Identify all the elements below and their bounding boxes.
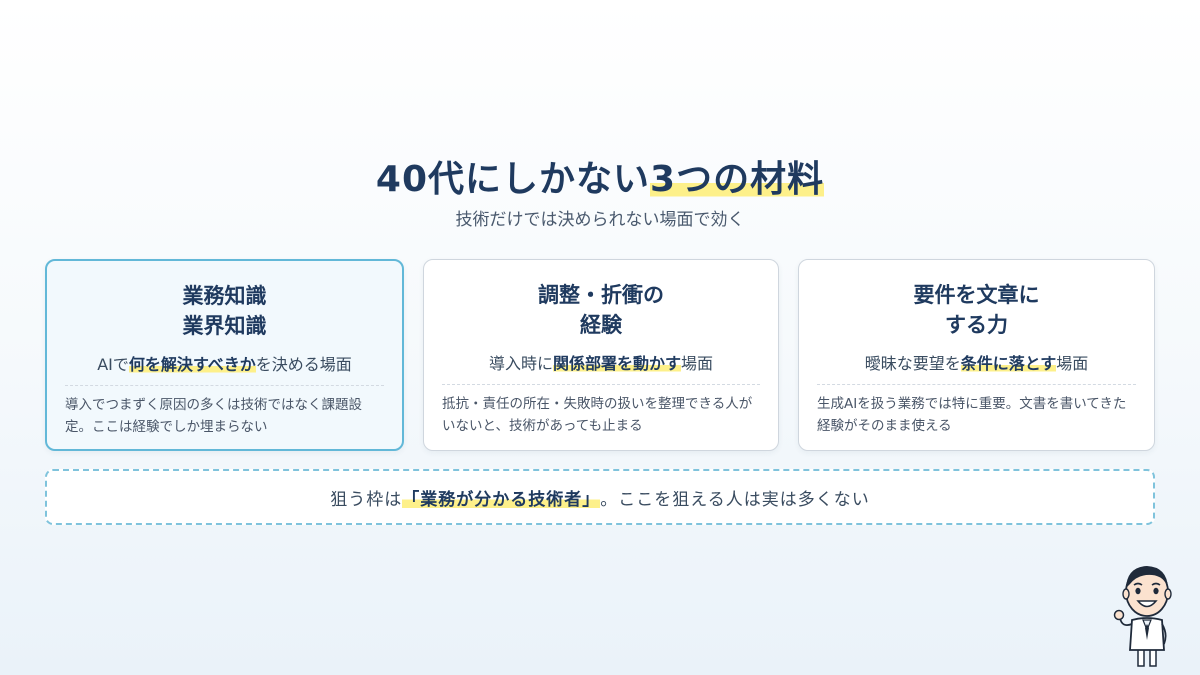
card-lead-pre: AIで	[97, 355, 129, 374]
card-body: 生成AIを扱う業務では特に重要。文書を書いてきた経験がそのまま使える	[817, 396, 1127, 434]
card-lead-pre: 曖昧な要望を	[864, 354, 961, 373]
card-title: 業務知識 業界知識	[65, 281, 384, 341]
card-title-line1: 調整・折衝の	[538, 283, 664, 307]
card-lead-bold: 条件に落とす	[960, 354, 1057, 373]
page-subtitle: 技術だけでは決められない場面で効く	[455, 210, 745, 230]
card-lead-post: 場面	[681, 354, 714, 373]
card-lead-post: を決める場面	[255, 355, 352, 374]
card-title-line1: 業務知識	[182, 284, 267, 308]
card-lead: 曖昧な要望を条件に落とす場面	[817, 350, 1136, 374]
card-requirements-writing[interactable]: 要件を文章に する力 曖昧な要望を条件に落とす場面 生成AIを扱う業務では特に重…	[798, 259, 1155, 451]
card-divider	[442, 384, 760, 385]
card-body: 導入でつまずく原因の多くは技術ではなく課題設定。ここは経験でしか埋まらない	[65, 397, 362, 435]
title-highlight: 3つの材料	[650, 159, 825, 200]
card-lead: AIで何を解決すべきかを決める場面	[65, 351, 384, 375]
page-title: 40代にしかない3つの材料	[0, 150, 1200, 202]
title-pre: 40代にしかない	[375, 159, 651, 200]
card-lead-pre: 導入時に	[488, 354, 553, 373]
card-title-line2: 業界知識	[182, 314, 267, 338]
card-title: 要件を文章に する力	[817, 280, 1136, 340]
businessman-mascot-icon	[1113, 566, 1172, 667]
callout-post: 。ここを狙える人は実は多くない	[600, 489, 870, 510]
callout-bold: 「業務が分かる技術者」	[402, 484, 601, 510]
card-business-knowledge[interactable]: 業務知識 業界知識 AIで何を解決すべきかを決める場面 導入でつまずく原因の多く…	[45, 259, 404, 451]
card-title-line2: する力	[945, 313, 1008, 337]
card-title: 調整・折衝の 経験	[442, 280, 760, 340]
card-title-line1: 要件を文章に	[913, 283, 1040, 307]
card-lead-bold: 関係部署を動かす	[552, 354, 681, 373]
card-lead: 導入時に関係部署を動かす場面	[442, 350, 760, 374]
card-lead-post: 場面	[1056, 354, 1089, 373]
callout-pre: 狙う枠は	[330, 489, 403, 510]
card-title-line2: 経験	[580, 313, 622, 337]
card-negotiation-experience[interactable]: 調整・折衝の 経験 導入時に関係部署を動かす場面 抵抗・責任の所在・失敗時の扱い…	[423, 259, 779, 451]
target-callout: 狙う枠は「業務が分かる技術者」。ここを狙える人は実は多くない	[45, 469, 1155, 525]
card-divider	[817, 384, 1136, 385]
card-divider	[65, 385, 384, 386]
card-lead-bold: 何を解決すべきか	[128, 355, 256, 374]
card-body: 抵抗・責任の所在・失敗時の扱いを整理できる人がいないと、技術があっても止まる	[442, 396, 753, 434]
